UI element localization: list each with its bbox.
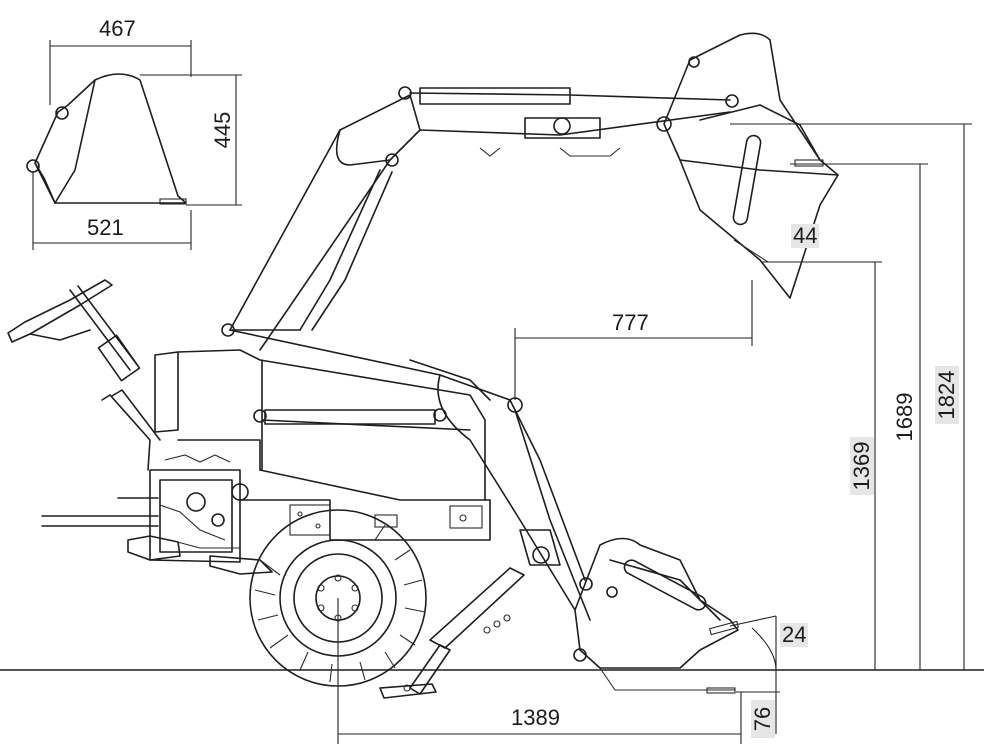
steering-column (7, 279, 179, 471)
bucket-bottom-width-label: 521 (87, 215, 124, 240)
stabilizer-leg (379, 567, 525, 699)
reach-label: 777 (612, 310, 649, 335)
tractor-frame (41, 439, 491, 575)
height-1369-label: 1369 (849, 437, 874, 495)
loader-arm-raised (221, 86, 739, 351)
reach-1389-label: 1389 (511, 705, 560, 730)
bucket-height-label: 445 (210, 111, 235, 149)
tilt-label: 44 (791, 223, 820, 248)
depth-76-label: 76 (750, 700, 775, 738)
height-1689-label: 1689 (892, 392, 917, 442)
bucket-side-view (26, 73, 187, 205)
angle-24-label: 24 (780, 622, 809, 647)
dimension-lines (337, 123, 972, 744)
chassis-body (177, 349, 491, 501)
loader-arm-lowered (229, 329, 593, 662)
height-1824-label: 1824 (934, 366, 959, 424)
bucket-lowered (574, 537, 739, 694)
bucket-width-label: 467 (99, 16, 136, 41)
bucket-raised (663, 32, 839, 299)
bucket-dimension-lines (32, 40, 242, 250)
